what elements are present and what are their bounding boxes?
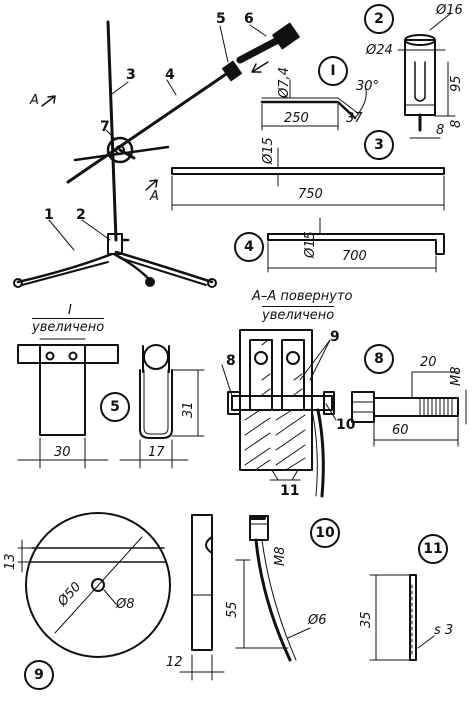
dim-m8-bolt: M8: [449, 366, 464, 387]
dim-l35: 35: [359, 611, 374, 628]
part4-rod: [267, 217, 445, 273]
part-label-5: 5: [216, 11, 226, 27]
stand-assembly: [13, 20, 300, 288]
dim-l37: 37: [346, 111, 363, 126]
section-subtitle: увеличено: [262, 306, 335, 323]
part9-profile: [179, 514, 225, 681]
dim-d15-rod4: Ø15: [303, 231, 318, 258]
callout-4: 4: [234, 232, 264, 262]
part-label-10-section: 10: [336, 417, 356, 433]
callout-8: 8: [364, 344, 394, 374]
dim-h95: 95: [449, 75, 464, 92]
part-label-3: 3: [126, 67, 136, 83]
view-one-title: I: [68, 303, 72, 318]
section-a-a: [221, 329, 337, 498]
part1-bent-rod: [260, 79, 367, 131]
part11-plate: [369, 574, 435, 661]
part-label-4: 4: [165, 67, 175, 83]
dim-l55: 55: [225, 601, 240, 618]
callout-9: 9: [24, 660, 54, 690]
callout-3: 3: [364, 130, 394, 160]
dim-d24: Ø24: [366, 43, 393, 58]
part-label-8-section: 8: [226, 353, 236, 369]
part-label-9-section: 9: [330, 329, 340, 345]
part10-wire: [235, 515, 311, 662]
part-label-2: 2: [76, 207, 86, 223]
part5-side: [119, 344, 205, 469]
callout-roman-one: I: [318, 56, 348, 86]
callout-11: 11: [418, 534, 448, 564]
dim-l31: 31: [181, 401, 196, 418]
part-label-6: 6: [244, 11, 254, 27]
dim-l700: 700: [342, 249, 367, 264]
dim-w8: 8: [436, 123, 445, 138]
dim-l12: 12: [166, 655, 183, 670]
callout-10: 10: [310, 518, 340, 548]
part9-disc: [17, 512, 171, 658]
dim-m8-wire: M8: [273, 546, 288, 567]
dim-l250: 250: [284, 111, 309, 126]
part2-tube-drawing: [397, 13, 456, 139]
dim-l750: 750: [298, 187, 323, 202]
dim-l60: 60: [392, 423, 409, 438]
part8-bolt: [351, 371, 467, 447]
part-label-1: 1: [44, 207, 54, 223]
section-arrow-a-bottom: A: [150, 189, 159, 204]
part3-rod: [171, 147, 445, 211]
dim-angle-30: 30°: [356, 79, 380, 94]
dim-d15-rod3: Ø15: [261, 137, 276, 164]
part-label-11-section: 11: [280, 483, 300, 499]
dim-d6: Ø6: [308, 613, 327, 628]
dim-l17: 17: [148, 445, 165, 460]
dim-l20: 20: [420, 355, 437, 370]
section-arrow-a-top: A: [30, 93, 39, 108]
dim-d74: Ø7,4: [277, 67, 292, 98]
part-label-7: 7: [100, 119, 110, 135]
dim-l30: 30: [54, 445, 71, 460]
callout-2: 2: [364, 4, 394, 34]
view-one-subtitle: увеличено: [32, 318, 105, 335]
callout-5: 5: [100, 392, 130, 422]
dim-h8: 8: [449, 119, 464, 128]
view-one-front: [17, 338, 119, 469]
dim-s3: s 3: [434, 623, 454, 638]
dim-d8: Ø8: [116, 597, 135, 612]
section-title: A–A повернуто: [252, 289, 353, 304]
dim-d16: Ø16: [436, 3, 463, 18]
dim-l13: 13: [3, 553, 18, 570]
